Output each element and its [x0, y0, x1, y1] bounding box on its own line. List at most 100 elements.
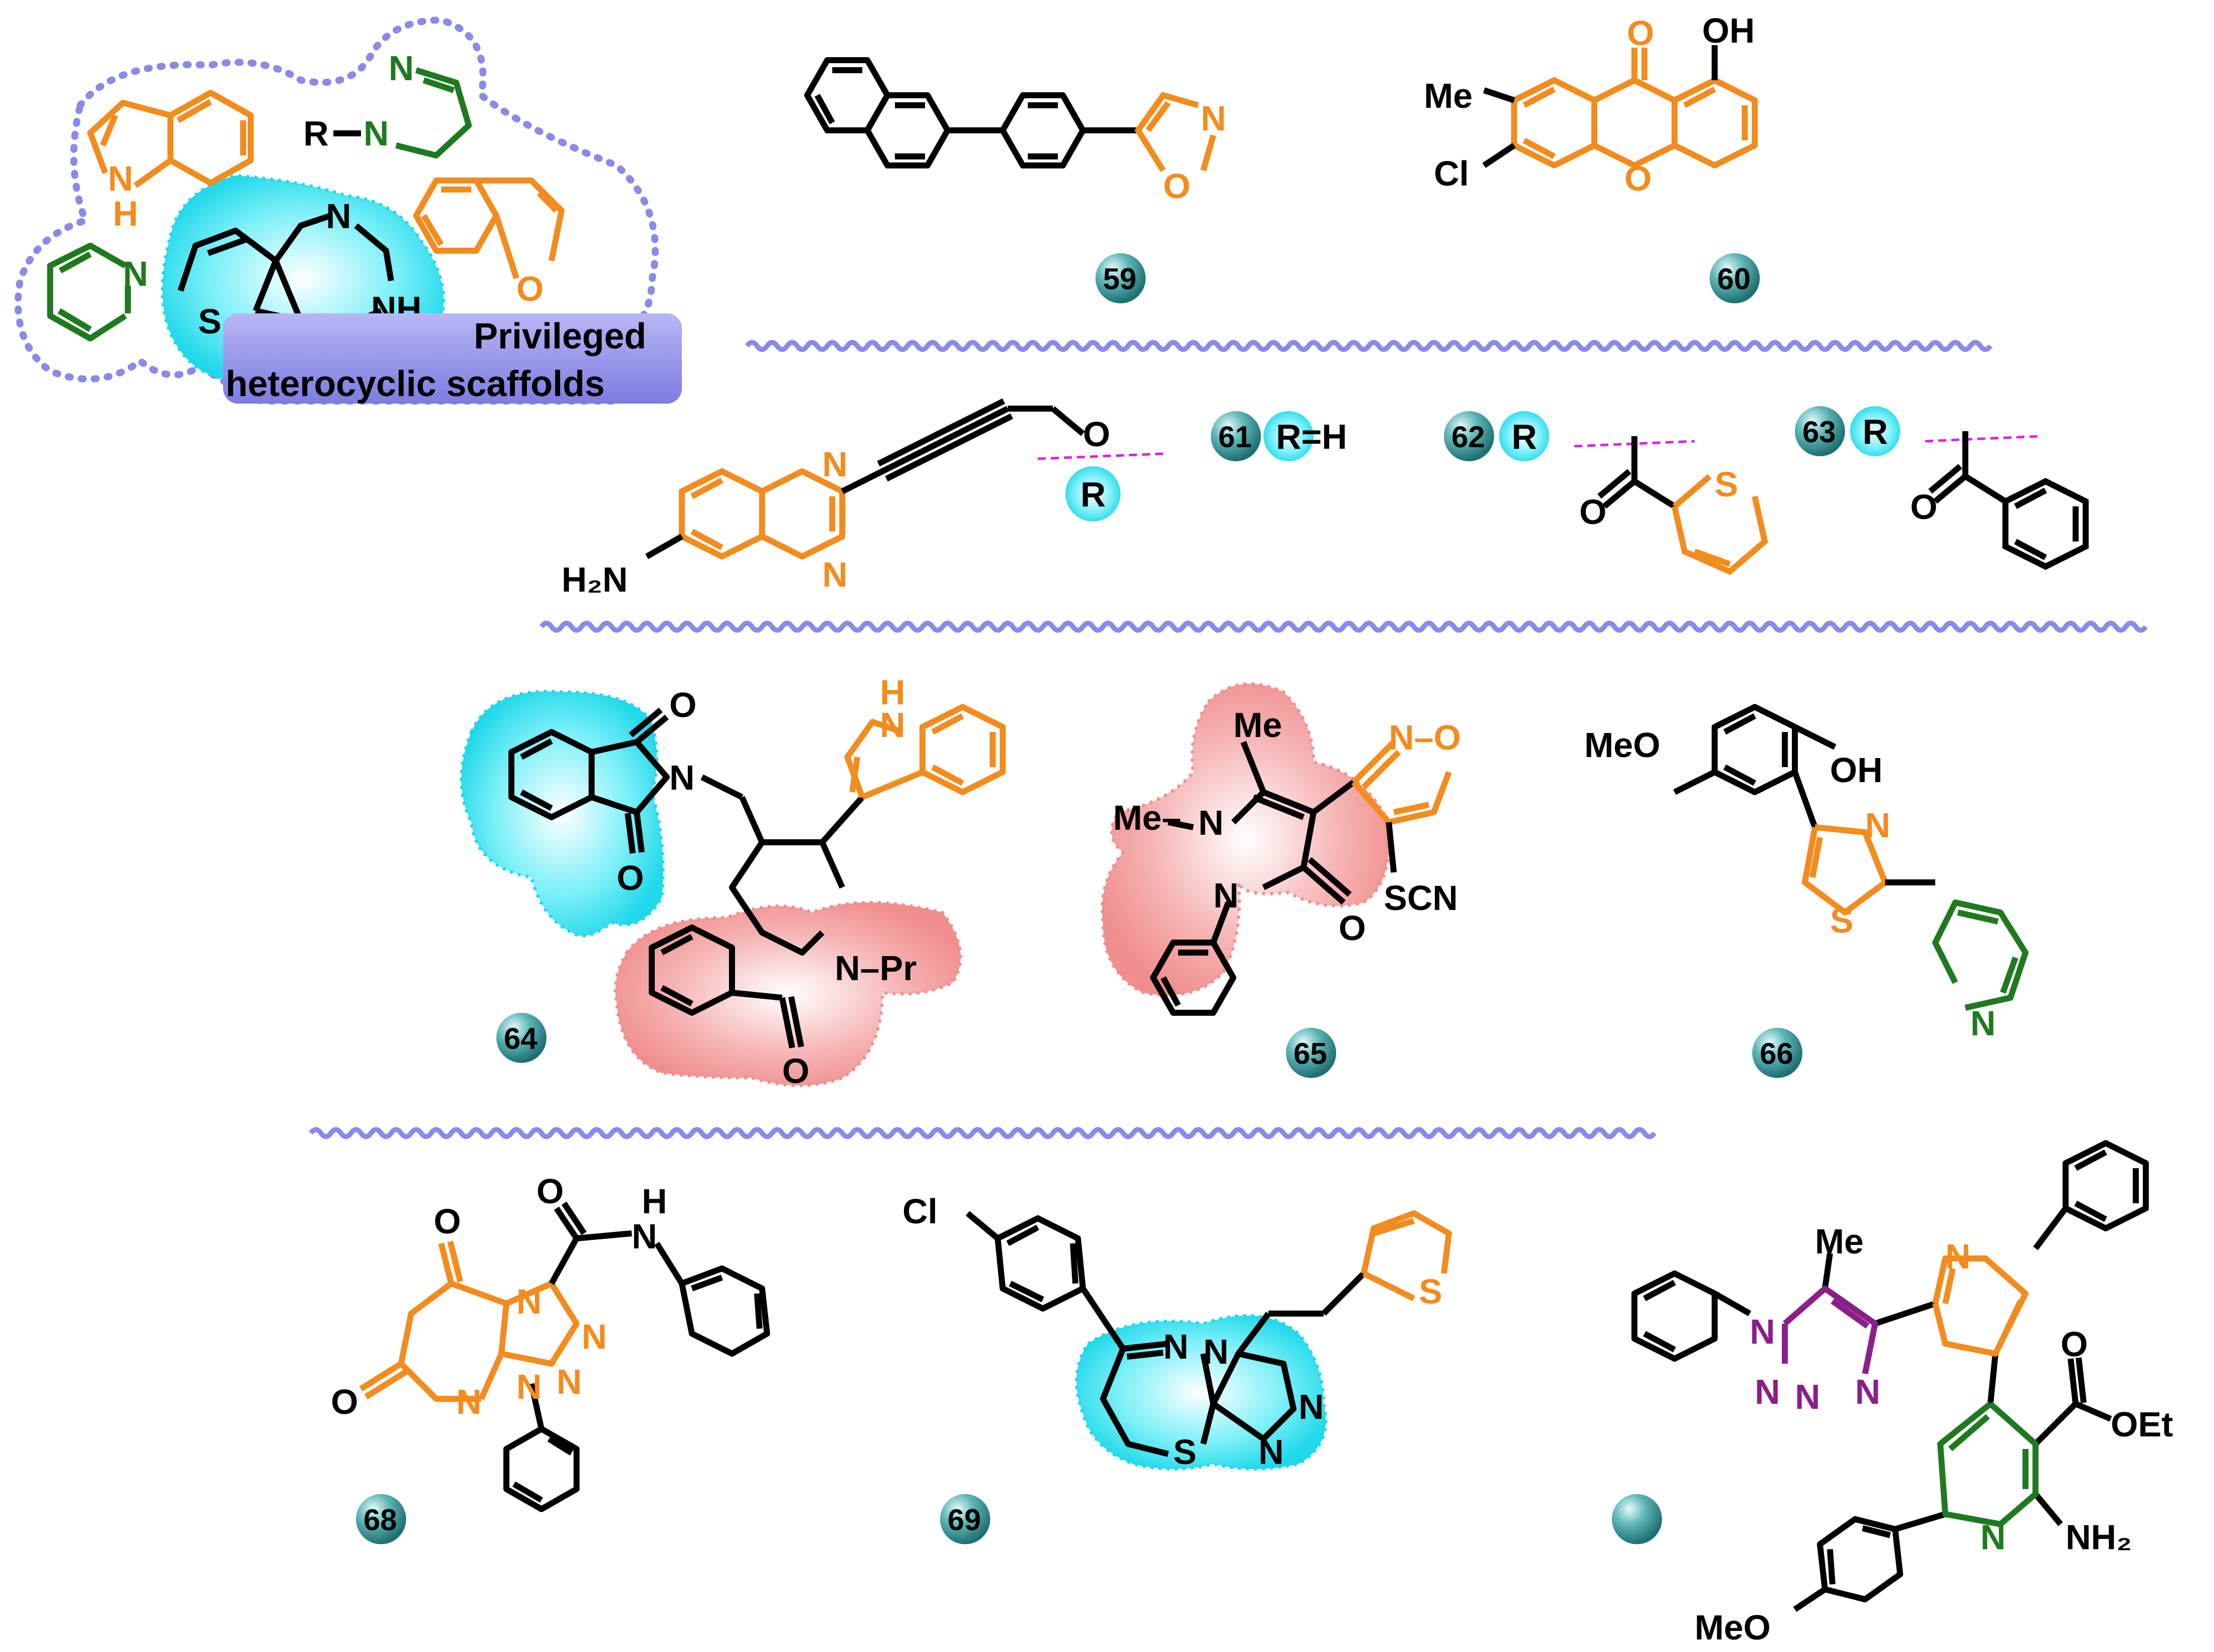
- thiophene-db: [207, 237, 247, 256]
- c64-ring-top: [762, 839, 845, 889]
- c66-ome-bond: [1673, 769, 1716, 795]
- thieno-n: N: [326, 197, 351, 236]
- c59-db2: [814, 94, 835, 124]
- c62-acyl: [1597, 436, 1677, 509]
- c64-o2: O: [617, 858, 644, 897]
- compound-65: Me Me– N N O N–O SCN: [1100, 682, 1461, 1016]
- c61-n2: N: [822, 555, 848, 594]
- c66-db1: [1723, 713, 1756, 735]
- indole-pyrrole-bottom: [133, 158, 172, 188]
- label-67: 68: [363, 1503, 397, 1537]
- c68-cl-bond: [966, 1211, 1000, 1241]
- caption-box: [223, 313, 682, 404]
- c59-oxazole-right: [1200, 134, 1216, 171]
- c60-me: Me: [1424, 76, 1472, 115]
- c65-phenyl: [1150, 940, 1236, 1016]
- c64-ring-bot: [731, 990, 783, 1001]
- c69-db2: [1643, 1331, 1676, 1353]
- c64-o1: O: [669, 685, 696, 724]
- c65-ring-db: [1252, 794, 1305, 820]
- label-68: 69: [948, 1503, 981, 1537]
- c65-pyrazolone-highlight: [1100, 682, 1391, 997]
- c65-scn-bond: [1386, 822, 1397, 873]
- pyrazoline-n2: N: [389, 49, 414, 88]
- c69-pyr-bond: [1987, 1353, 1998, 1404]
- badge-60: [1710, 253, 1760, 303]
- label-63: 63: [1802, 415, 1836, 449]
- c67-n3: N: [557, 1362, 582, 1401]
- c68-fuse1: [1200, 1353, 1216, 1405]
- c69-me: Me: [1815, 1222, 1864, 1261]
- c60-o-ring: O: [1624, 159, 1651, 198]
- c69-phenyl1: [1631, 1270, 1718, 1362]
- c66-s: S: [1830, 901, 1854, 940]
- label-61: 61: [1218, 420, 1252, 454]
- pyridine-db2: [57, 308, 92, 332]
- c61-triple-b: [885, 413, 1013, 482]
- c64-co3: [779, 997, 795, 1049]
- c61-benzo-ring: [679, 468, 765, 560]
- label-62: 62: [1451, 420, 1485, 454]
- c67-pyrimidine: [398, 1281, 481, 1402]
- c65-me1: Me: [1233, 705, 1282, 745]
- c68-thiadiazine-left: [1100, 1347, 1169, 1457]
- c61-bond1: [841, 468, 884, 494]
- c61-nh2-bond: [645, 533, 683, 560]
- c63-co1: [1933, 474, 1967, 504]
- c68-n3: N: [1299, 1387, 1324, 1426]
- c60-db1: [1523, 86, 1556, 108]
- c64-db1: [520, 738, 553, 760]
- compound-66: MeO OH N S N: [1584, 704, 2028, 1043]
- compound-60: [1511, 48, 1758, 168]
- c69-pz-db2: [1997, 1300, 2023, 1345]
- c69-nh2: NH₂: [2066, 1518, 2132, 1557]
- c59-n: N: [1201, 99, 1226, 138]
- c64-db2: [520, 789, 553, 811]
- c68-s-thio: S: [1419, 1272, 1442, 1311]
- c62-cut-line: [1574, 440, 1695, 448]
- c67-co1b: [447, 1240, 463, 1282]
- c61-pyrazine-ring: [761, 468, 845, 560]
- label-60: 60: [1717, 262, 1751, 296]
- c67-phenyl2: [503, 1426, 580, 1512]
- c64-n1: N: [669, 758, 695, 797]
- c67-n-amide: N: [632, 1217, 657, 1256]
- c65-isox-b: [1351, 771, 1452, 825]
- c62-thiophene: [1672, 474, 1768, 576]
- thieno-s: S: [198, 302, 222, 341]
- divider-3: [308, 1127, 1657, 1139]
- c66-db3: [1723, 764, 1756, 786]
- c69-db7: [1827, 1549, 1835, 1585]
- c61-nh2: H₂N: [562, 560, 628, 599]
- indole-structure: [87, 90, 254, 188]
- c69-db6: [1862, 1525, 1891, 1538]
- c61-db2: [690, 528, 723, 550]
- c61-o-bond: [1051, 406, 1085, 436]
- badge-69: [1612, 1494, 1662, 1544]
- c67-nh-ph: [654, 1241, 685, 1286]
- c60-db2: [1523, 137, 1556, 159]
- compound-69: Me N N N N N O OEt N NH₂ MeO: [1631, 1140, 2173, 1647]
- c69-ar-bond: [1894, 1511, 1946, 1532]
- badge-62: [1444, 411, 1494, 461]
- c69-db1: [1643, 1279, 1676, 1302]
- c63-benzoyl: [1928, 431, 2089, 570]
- divider-2: [539, 621, 2148, 633]
- c62-bond2: [1632, 478, 1677, 509]
- benzofuran-o: O: [516, 269, 543, 308]
- compound-67: O O O H N N N N N N: [331, 1172, 770, 1512]
- c63-bond2: [1963, 473, 2007, 504]
- benzofuran-db2: [421, 214, 444, 247]
- indole-db3: [100, 114, 118, 147]
- c63-phenyl: [2002, 478, 2089, 570]
- c66-pyr-db2: [2000, 956, 2018, 994]
- c60-ring-mid: [1591, 77, 1678, 168]
- c69-triazole-db: [1830, 1299, 1870, 1329]
- c61-r-circle: [1065, 466, 1121, 521]
- c61-cut-line: [1037, 452, 1164, 460]
- pyridine-ring: [47, 243, 127, 341]
- c59-o: O: [1163, 166, 1190, 206]
- c69-o: O: [2061, 1325, 2088, 1364]
- c68-core-bond: [1080, 1287, 1126, 1351]
